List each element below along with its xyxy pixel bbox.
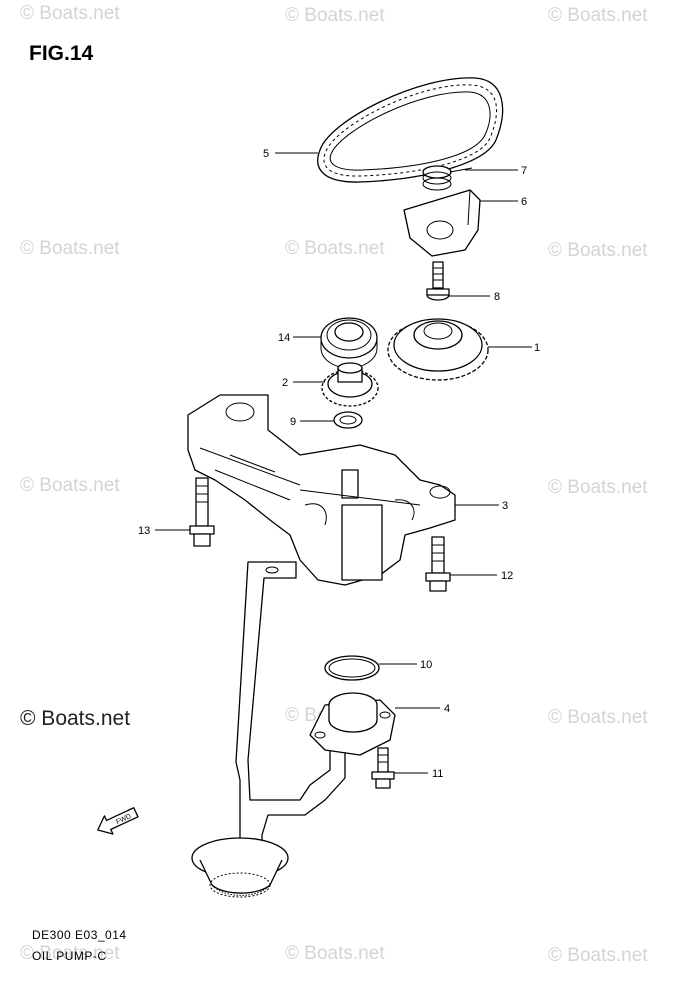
watermark: © Boats.net [548, 707, 648, 728]
brand-copyright: © Boats.net [20, 707, 131, 730]
pump-gear[interactable] [321, 362, 379, 407]
leader-lines [155, 152, 532, 774]
callout-3: 3 [502, 500, 508, 512]
figure-title: FIG.14 [29, 42, 94, 65]
bolt-strainer[interactable] [371, 747, 395, 789]
callout-14: 14 [278, 332, 290, 344]
callout-11: 11 [432, 768, 443, 780]
oil-seal[interactable] [320, 317, 378, 369]
chain-tensioner[interactable] [403, 189, 481, 257]
callout-7: 7 [521, 165, 527, 177]
drive-sprocket[interactable] [387, 318, 489, 381]
oil-pump-body[interactable] [187, 394, 456, 586]
watermark: © Boats.net [548, 5, 648, 26]
callout-6: 6 [521, 196, 527, 208]
figure-name: OIL PUMP-C [32, 949, 107, 963]
o-ring[interactable] [324, 655, 380, 681]
watermark: © Boats.net [548, 240, 648, 261]
tensioner-spring[interactable] [422, 165, 473, 191]
callout-13: 13 [138, 525, 150, 537]
strainer-flange[interactable] [309, 692, 396, 756]
callout-4: 4 [444, 703, 450, 715]
callout-8: 8 [494, 291, 500, 303]
watermark: © Boats.net [20, 943, 120, 964]
callout-labels: 1 2 3 4 5 6 7 8 9 10 11 12 13 14 [138, 148, 540, 780]
watermark: © Boats.net [20, 475, 120, 496]
callout-9: 9 [290, 416, 296, 428]
callout-1: 1 [534, 342, 540, 354]
callout-2: 2 [282, 377, 288, 389]
timing-chain[interactable] [317, 77, 504, 183]
bolt-long[interactable] [189, 477, 215, 547]
washer[interactable] [333, 411, 363, 429]
watermark: © Boats.net [548, 945, 648, 966]
forward-direction-arrow: FWD [97, 807, 139, 835]
callout-5: 5 [263, 148, 269, 160]
watermark: © Boats.net [285, 5, 385, 26]
oil-strainer-pipe[interactable] [191, 561, 346, 898]
callout-12: 12 [501, 570, 513, 582]
watermark: © Boats.net [285, 943, 385, 964]
watermark: © Boats.net [20, 238, 120, 259]
bolt-pump[interactable] [425, 536, 451, 592]
callout-10: 10 [420, 659, 432, 671]
tensioner-bolt[interactable] [426, 261, 450, 301]
watermark: © Boats.net [285, 238, 385, 259]
figure-code: DE300 E03_014 [32, 928, 127, 942]
watermark: © Boats.net [20, 3, 120, 24]
watermark: © Boats.net [548, 477, 648, 498]
